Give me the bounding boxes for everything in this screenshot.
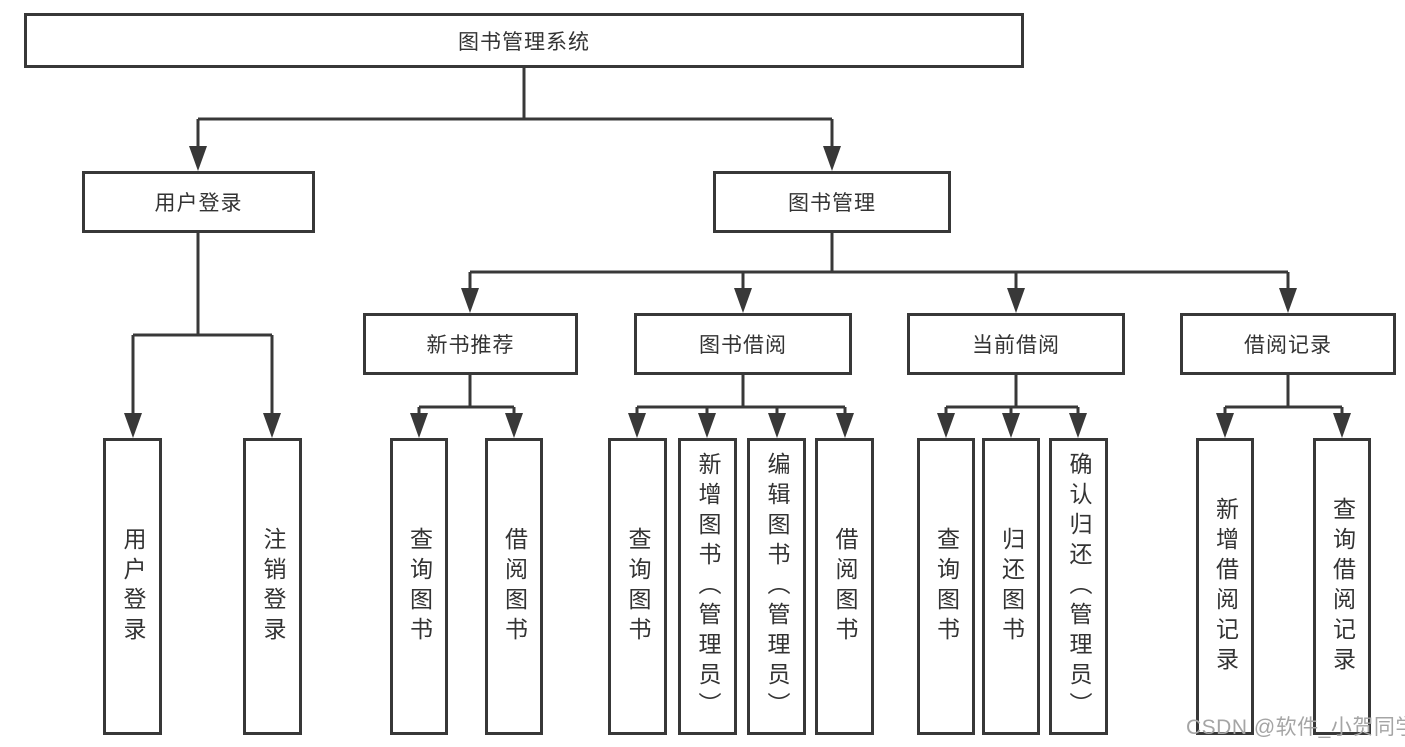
connector-borrow-records-to-leaves	[1216, 375, 1351, 438]
leaf-query-borrow-record: 查询借阅记录	[1313, 438, 1371, 735]
node-root-label: 图书管理系统	[458, 30, 590, 54]
node-new-books-label: 新书推荐	[426, 334, 515, 357]
connector-new-books-to-leaves	[410, 375, 523, 438]
node-book-borrow-label: 图书借阅	[699, 334, 787, 357]
node-book-mgmt-label: 图书管理	[788, 192, 876, 215]
node-book-borrow: 图书借阅	[634, 313, 852, 375]
leaf-label: 新增借阅记录	[1212, 496, 1239, 677]
leaf-edit-books-admin: 编辑图书（管理员）	[747, 438, 806, 735]
leaf-label: 查询图书	[933, 526, 960, 647]
leaf-borrow-books-1: 借阅图书	[485, 438, 543, 735]
node-book-mgmt: 图书管理	[713, 171, 951, 233]
leaf-label: 注销登录	[260, 526, 286, 647]
leaf-label: 用户登录	[120, 526, 146, 647]
leaf-query-books-3: 查询图书	[917, 438, 975, 735]
connector-book-borrow-to-leaves	[628, 375, 854, 438]
leaf-label: 借阅图书	[501, 526, 528, 647]
leaf-logout: 注销登录	[243, 438, 302, 735]
leaf-query-books-1: 查询图书	[390, 438, 448, 735]
leaf-user-login: 用户登录	[103, 438, 162, 735]
leaf-query-books-2: 查询图书	[608, 438, 667, 735]
node-user-login: 用户登录	[82, 171, 315, 233]
connector-user-login-to-leaves	[124, 233, 281, 438]
node-root: 图书管理系统	[24, 13, 1024, 68]
leaf-add-books-admin: 新增图书（管理员）	[678, 438, 737, 735]
connector-book-mgmt-to-level3	[461, 233, 1297, 313]
leaf-add-borrow-record: 新增借阅记录	[1196, 438, 1254, 735]
leaf-label: 编辑图书（管理员）	[764, 451, 790, 722]
leaf-label: 借阅图书	[832, 526, 858, 647]
leaf-label: 归还图书	[998, 526, 1025, 647]
node-current-borrow: 当前借阅	[907, 313, 1125, 375]
leaf-label: 查询图书	[625, 526, 651, 647]
leaf-label: 查询图书	[406, 526, 433, 647]
leaf-label: 查询借阅记录	[1329, 496, 1356, 677]
leaf-label: 新增图书（管理员）	[695, 451, 721, 722]
node-borrow-records: 借阅记录	[1180, 313, 1396, 375]
leaf-borrow-books-2: 借阅图书	[815, 438, 874, 735]
node-current-borrow-label: 当前借阅	[972, 334, 1060, 357]
leaf-label: 确认归还（管理员）	[1066, 451, 1092, 722]
leaf-return-books: 归还图书	[982, 438, 1040, 735]
connector-current-borrow-to-leaves	[937, 375, 1087, 438]
csdn-watermark: CSDN @软件_小贺同学	[1186, 716, 1405, 739]
node-new-books: 新书推荐	[363, 313, 578, 375]
node-user-login-label: 用户登录	[154, 192, 243, 215]
leaf-confirm-return-admin: 确认归还（管理员）	[1049, 438, 1108, 735]
connector-root-to-level2	[189, 68, 841, 171]
node-borrow-records-label: 借阅记录	[1244, 334, 1332, 357]
